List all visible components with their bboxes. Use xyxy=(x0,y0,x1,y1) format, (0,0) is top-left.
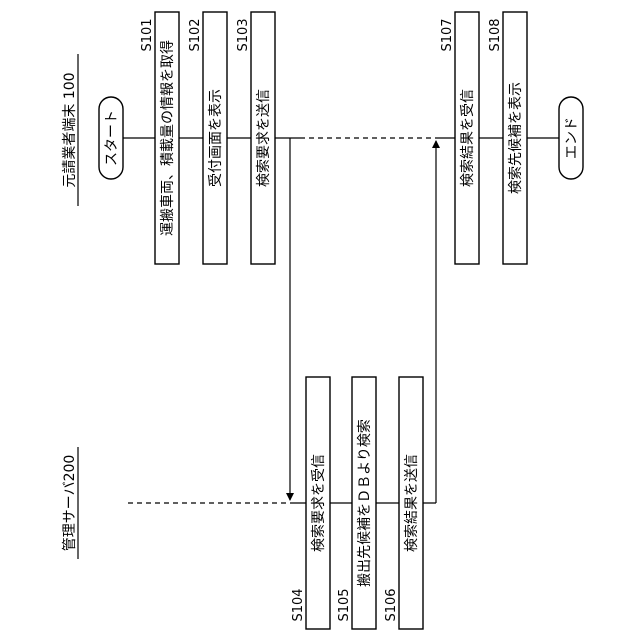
step-s101-text: 運搬車両、積載量の情報を取得 xyxy=(159,40,176,236)
start-terminal: スタート xyxy=(99,97,123,179)
server-actor-label: 管理サーバ200 xyxy=(62,447,78,559)
step-s104-id: S104 xyxy=(291,588,306,621)
step-s103-text: 検索要求を送信 xyxy=(255,89,272,187)
step-s104-text: 検索要求を受信 xyxy=(310,454,327,552)
step-s106-text: 検索結果を送信 xyxy=(403,454,420,552)
step-s102-id: S102 xyxy=(188,18,203,51)
step-s107-text: 検索結果を受信 xyxy=(459,89,476,187)
client-actor-label: 元請業者端末 100 xyxy=(62,54,78,206)
end-terminal: エンド xyxy=(559,97,583,179)
step-s106-id: S106 xyxy=(384,588,399,621)
client-actor-text: 元請業者端末 100 xyxy=(62,72,78,187)
step-s103-id: S103 xyxy=(236,18,251,51)
step-s105-id: S105 xyxy=(337,588,352,621)
step-s105-text: 搬出先候補をＤＢより検索 xyxy=(356,419,373,587)
server-actor-text: 管理サーバ200 xyxy=(62,455,78,552)
step-s107-id: S107 xyxy=(440,18,455,51)
step-s101-id: S101 xyxy=(140,18,155,51)
step-s108-id: S108 xyxy=(488,18,503,51)
step-s102-text: 受付画面を表示 xyxy=(208,89,224,187)
step-s108-text: 検索先候補を表示 xyxy=(507,82,524,194)
start-terminal-text: スタート xyxy=(104,110,120,166)
end-terminal-text: エンド xyxy=(564,117,580,159)
